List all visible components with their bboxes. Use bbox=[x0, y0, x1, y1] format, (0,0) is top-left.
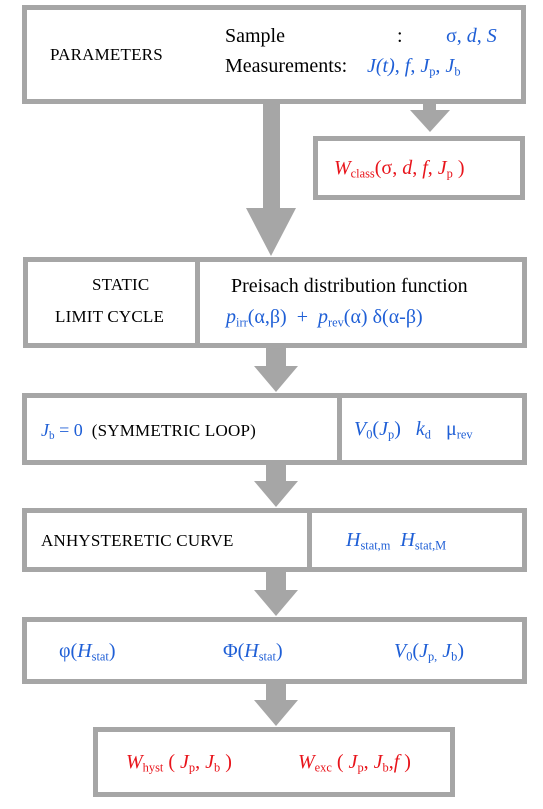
anhysteretic-label: ANHYSTERETIC CURVE bbox=[41, 531, 234, 550]
measurement-variables: J(t), f, Jp, Jb bbox=[367, 55, 461, 79]
w-exc-formula: Wexc ( Jp, Jb,f ) bbox=[298, 751, 411, 775]
v0-formula: V0(Jp, Jb) bbox=[394, 640, 465, 664]
wclass-formula: Wclass(σ, d, f, Jp ) bbox=[334, 157, 465, 181]
sample-label: Sample bbox=[225, 25, 285, 47]
anhysteretic-params-box: Hstat,m Hstat,M bbox=[307, 508, 527, 572]
preisach-heading: Preisach distribution function bbox=[231, 275, 468, 297]
measurements-label: Measurements: bbox=[225, 55, 348, 77]
wclass-box: Wclass(σ, d, f, Jp ) bbox=[313, 136, 525, 200]
phi-small-formula: φ(Hstat) bbox=[59, 640, 116, 664]
anhysteretic-params: Hstat,m Hstat,M bbox=[346, 529, 447, 553]
static-title-line1: STATIC bbox=[92, 275, 150, 294]
preisach-formula: pirr(α,β) + prev(α) δ(α-β) bbox=[226, 306, 423, 330]
parameters-box: PARAMETERS Sample : σ, d, S Measurements… bbox=[22, 5, 526, 104]
functions-box: φ(Hstat) Φ(Hstat) V0(Jp, Jb) bbox=[22, 617, 527, 684]
losses-box: Whyst ( Jp, Jb ) Wexc ( Jp, Jb,f ) bbox=[93, 727, 455, 797]
jb-zero-condition: Jb = 0 (SYMMETRIC LOOP) bbox=[41, 420, 256, 443]
preisach-box: Preisach distribution function pirr(α,β)… bbox=[195, 257, 527, 348]
w-hyst-formula: Whyst ( Jp, Jb ) bbox=[126, 751, 232, 775]
static-title-line2: LIMIT CYCLE bbox=[55, 307, 165, 326]
sample-colon: : bbox=[397, 25, 403, 47]
parameters-title: PARAMETERS bbox=[50, 45, 163, 64]
symmetric-params: V0(Jp) kd μrev bbox=[354, 418, 473, 442]
sample-variables: σ, d, S bbox=[446, 25, 497, 47]
phi-big-formula: Φ(Hstat) bbox=[223, 640, 283, 664]
symmetric-params-box: V0(Jp) kd μrev bbox=[337, 393, 527, 465]
